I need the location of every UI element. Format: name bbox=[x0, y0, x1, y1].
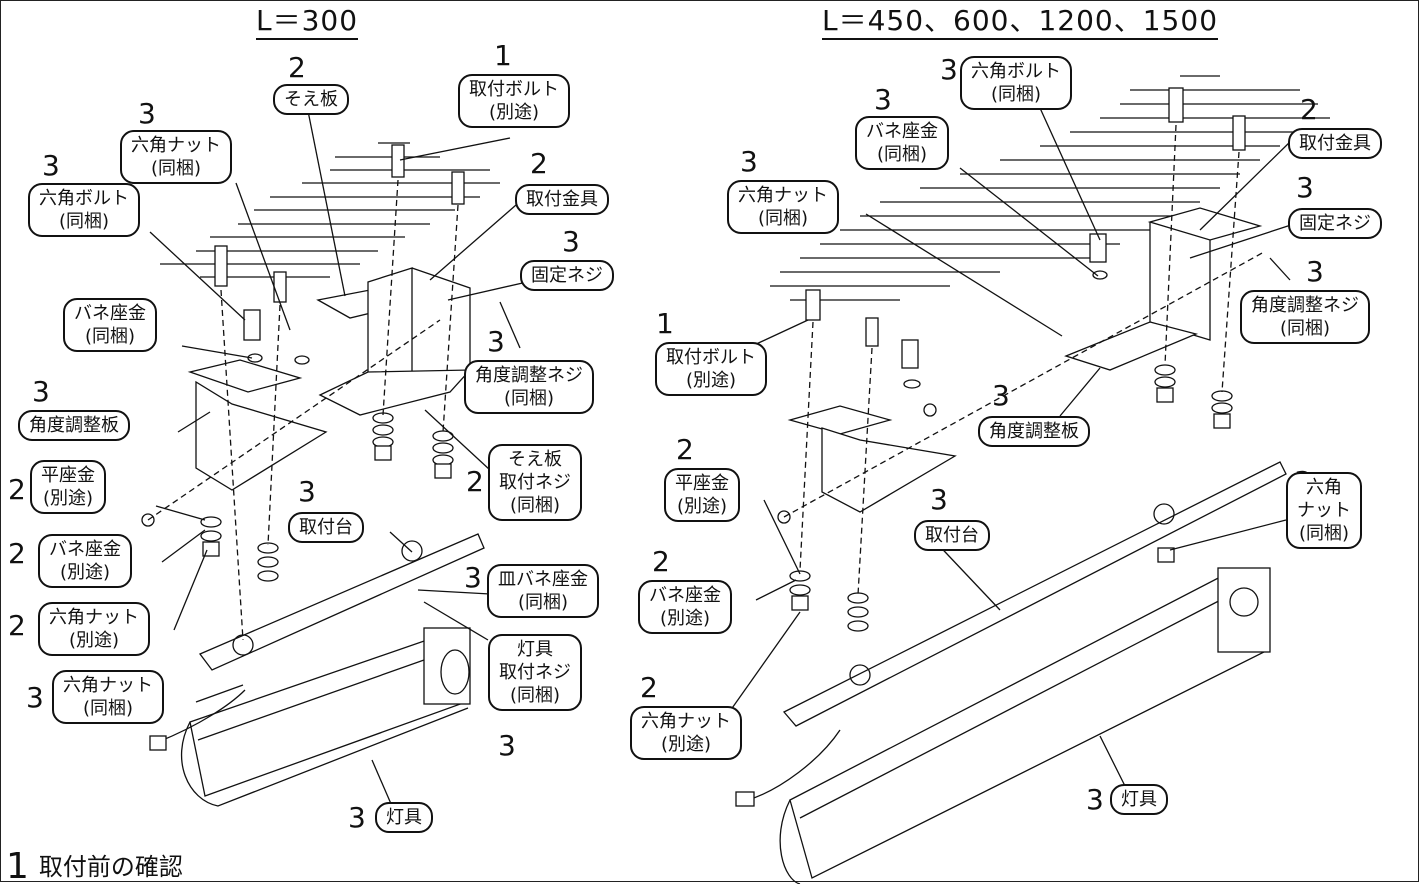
num-l-fix: 3 bbox=[562, 225, 580, 258]
num-r-nut: 3 bbox=[740, 145, 758, 178]
label-l-plate: 角度調整板 bbox=[18, 410, 130, 441]
label-l-dish: 皿バネ座金(同梱) bbox=[487, 564, 599, 618]
label-l-fixscrew: 灯具取付ネジ(同梱) bbox=[488, 634, 582, 711]
label-r-fix: 固定ネジ bbox=[1288, 208, 1382, 239]
label-r-nut2: 六角ナット(同梱) bbox=[1286, 472, 1362, 549]
ceiling-hatch-left bbox=[160, 142, 500, 278]
num-r-spring2: 2 bbox=[652, 545, 670, 578]
label-l-spring: バネ座金(同梱) bbox=[63, 298, 157, 352]
left-assembly bbox=[141, 110, 528, 821]
left-title: L＝300 bbox=[256, 4, 359, 40]
label-r-lamp: 灯具 bbox=[1110, 784, 1168, 815]
num-r-hexbolt: 3 bbox=[940, 53, 958, 86]
num-l-nut: 3 bbox=[138, 97, 156, 130]
num-l-nut3: 3 bbox=[26, 681, 44, 714]
num-r-bolt: 1 bbox=[656, 307, 674, 340]
num-l-extra: 3 bbox=[498, 729, 516, 762]
num-r-plate: 3 bbox=[992, 379, 1010, 412]
ceiling-hatch-right bbox=[770, 75, 1330, 301]
num-r-nut3: 2 bbox=[640, 671, 658, 704]
num-r-lamp: 3 bbox=[1086, 783, 1104, 816]
label-l-nut3: 六角ナット(同梱) bbox=[52, 670, 164, 724]
label-l-angle: 角度調整ネジ(同梱) bbox=[464, 360, 594, 414]
right-title: L＝450、600、1200、1500 bbox=[822, 4, 1219, 40]
label-l-base: 取付台 bbox=[288, 512, 364, 543]
label-r-spring: バネ座金(同梱) bbox=[855, 116, 949, 170]
num-r-bracket: 2 bbox=[1300, 93, 1318, 126]
label-r-nut: 六角ナット(同梱) bbox=[727, 180, 839, 234]
num-l-nut2: 2 bbox=[8, 609, 26, 642]
label-r-bolt: 取付ボルト(別途) bbox=[655, 342, 767, 396]
label-l-nut2: 六角ナット(別途) bbox=[38, 602, 150, 656]
label-r-angle: 角度調整ネジ(同梱) bbox=[1240, 290, 1370, 344]
num-r-flat: 2 bbox=[676, 433, 694, 466]
num-l-spring2: 2 bbox=[8, 537, 26, 570]
num-l-dish: 3 bbox=[464, 561, 482, 594]
label-r-plate: 角度調整板 bbox=[978, 416, 1090, 447]
num-l-plate: 3 bbox=[32, 375, 50, 408]
label-r-base: 取付台 bbox=[914, 520, 990, 551]
label-l-flat: 平座金(別途) bbox=[30, 460, 106, 514]
num-r-angle: 3 bbox=[1306, 255, 1324, 288]
label-r-nut3: 六角ナット(別途) bbox=[630, 706, 742, 760]
num-l-base: 3 bbox=[298, 475, 316, 508]
num-l-soescrew: 2 bbox=[466, 465, 484, 498]
label-r-spring2: バネ座金(別途) bbox=[638, 580, 732, 634]
label-r-flat: 平座金(別途) bbox=[664, 468, 740, 522]
right-assembly bbox=[717, 87, 1295, 884]
num-r-base: 3 bbox=[930, 483, 948, 516]
num-l-bracket: 2 bbox=[530, 147, 548, 180]
num-r-spring: 3 bbox=[874, 83, 892, 116]
label-l-bracket: 取付金具 bbox=[515, 184, 609, 215]
section-heading: 1 取付前の確認 bbox=[6, 846, 183, 887]
label-l-fix: 固定ネジ bbox=[520, 260, 614, 291]
num-l-flat: 2 bbox=[8, 473, 26, 506]
num-l-bolt: 1 bbox=[494, 39, 512, 72]
label-l-hexbolt: 六角ボルト(同梱) bbox=[28, 183, 140, 237]
num-l-lamp: 3 bbox=[348, 801, 366, 834]
label-l-soe: そえ板 bbox=[273, 84, 349, 115]
num-r-fix: 3 bbox=[1296, 171, 1314, 204]
label-l-spring2: バネ座金(別途) bbox=[38, 534, 132, 588]
num-l-soe: 2 bbox=[288, 51, 306, 84]
label-r-bracket: 取付金具 bbox=[1288, 128, 1382, 159]
num-l-angle: 3 bbox=[487, 325, 505, 358]
label-l-lamp: 灯具 bbox=[375, 802, 433, 833]
label-l-bolt: 取付ボルト(別途) bbox=[458, 74, 570, 128]
label-l-soescrew: そえ板取付ネジ(同梱) bbox=[488, 444, 582, 521]
section-number: 1 bbox=[6, 846, 29, 887]
section-title: 取付前の確認 bbox=[38, 853, 183, 881]
label-l-nut: 六角ナット(同梱) bbox=[120, 130, 232, 184]
label-r-hexbolt: 六角ボルト(同梱) bbox=[960, 56, 1072, 110]
num-l-hexbolt: 3 bbox=[42, 149, 60, 182]
